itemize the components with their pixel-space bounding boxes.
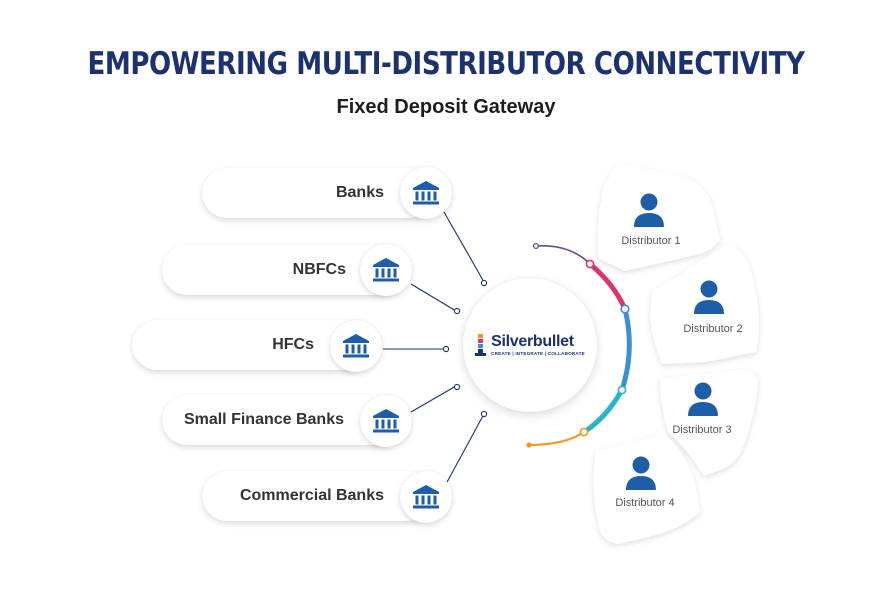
arc-joint (617, 385, 627, 395)
distributor-segment-3[interactable] (660, 370, 758, 476)
distributor-label-3: Distributor 3 (672, 424, 732, 436)
page-title: EMPOWERING MULTI-DISTRIBUTOR CONNECTIVIT… (87, 46, 805, 82)
brand-tagline: CREATE | INTEGRATE | COLLABORATE (491, 351, 585, 356)
institution-label: HFCs (272, 336, 314, 353)
connector-lines (383, 211, 485, 485)
distributor-label-1: Distributor 1 (621, 235, 681, 247)
arc-purple (535, 245, 591, 265)
arc-teal (581, 387, 625, 435)
silverbullet-logo: Silverbullet CREATE | INTEGRATE | COLLAB… (475, 333, 585, 357)
brand-name: Silverbullet (491, 333, 574, 350)
arc-joint (585, 259, 595, 269)
arc-joint (620, 304, 630, 314)
user-icon (626, 456, 656, 490)
connector-dot (453, 307, 461, 315)
institution-pill-commercial-banks[interactable]: Commercial Banks (202, 471, 434, 521)
connector-dot (480, 279, 488, 287)
bullet-logo-icon (475, 334, 487, 356)
bank-icon (400, 167, 452, 219)
user-icon (634, 193, 664, 227)
user-icon (688, 382, 718, 416)
arc-end-dot (526, 442, 532, 448)
user-icon (694, 280, 724, 314)
arc-joint (579, 427, 589, 437)
institution-label: Small Finance Banks (183, 411, 344, 428)
arc-blue (619, 306, 632, 393)
distributor-label-2: Distributor 2 (683, 323, 743, 335)
bank-icon (360, 244, 412, 296)
connector-dot (480, 410, 488, 418)
connector-dot (442, 345, 450, 353)
institution-pill-banks[interactable]: Banks (202, 168, 434, 218)
page-subtitle: Fixed Deposit Gateway (336, 96, 556, 118)
institution-label: Banks (335, 184, 384, 201)
arc-pink (587, 261, 628, 312)
arc-end-dot (532, 242, 540, 250)
gateway-hub: Silverbullet CREATE | INTEGRATE | COLLAB… (463, 278, 597, 412)
bank-icon (400, 471, 452, 523)
institution-label: Commercial Banks (239, 487, 384, 504)
institution-label: NBFCs (292, 261, 346, 278)
bank-icon (330, 320, 382, 372)
arc-orange (528, 431, 585, 446)
connector-dot (453, 383, 461, 391)
bank-icon (360, 395, 412, 447)
distributor-label-4: Distributor 4 (615, 497, 675, 509)
